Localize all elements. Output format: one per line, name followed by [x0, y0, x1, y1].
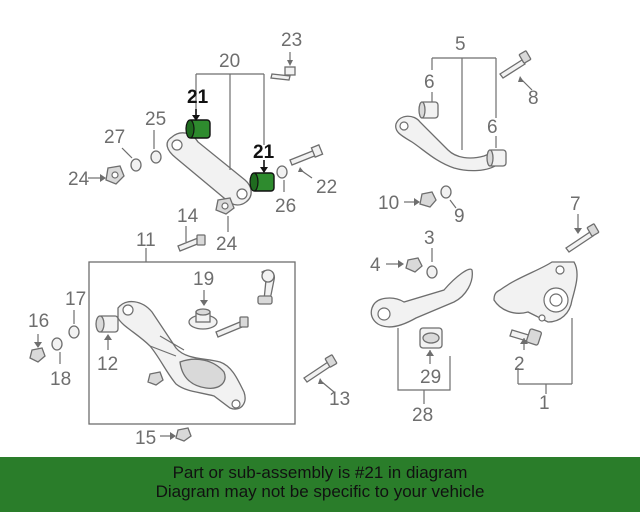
- banner-line-2: Diagram may not be specific to your vehi…: [155, 482, 485, 501]
- bushing-21-upper: [185, 119, 211, 139]
- callout-8: 8: [528, 88, 539, 109]
- bushing-6-right: [486, 149, 507, 167]
- callout-24-left: 24: [68, 169, 90, 190]
- callout-21-upper: 21: [187, 87, 209, 108]
- washer-9: [440, 185, 452, 199]
- bolt-2: [509, 328, 542, 346]
- knuckle-1: [493, 261, 578, 323]
- callout-19: 19: [193, 269, 214, 290]
- bolt-7: [565, 214, 600, 253]
- callout-10: 10: [378, 193, 399, 214]
- notice-banner: Part or sub-assembly is #21 in diagram D…: [0, 457, 640, 512]
- nut-4: [405, 257, 423, 273]
- assembly-box-11: [88, 261, 296, 425]
- parts-diagram: 20 21 21 23 22 26 24 27 25 24: [28, 30, 600, 449]
- callout-13: 13: [329, 389, 350, 410]
- callout-24-lower: 24: [216, 234, 238, 255]
- lower-control-arm: [117, 301, 246, 410]
- callout-6-left: 6: [424, 72, 435, 93]
- banner-line-1: Part or sub-assembly is #21 in diagram: [172, 463, 468, 482]
- callout-23: 23: [281, 30, 302, 51]
- washer-18: [51, 337, 63, 351]
- callout-12: 12: [97, 354, 118, 375]
- bushing-29: [419, 327, 443, 349]
- callout-22: 22: [316, 177, 337, 198]
- upper-arm-5: [395, 115, 502, 172]
- callout-1: 1: [539, 393, 550, 414]
- callout-18: 18: [50, 369, 71, 390]
- callout-3: 3: [424, 228, 435, 249]
- callout-26: 26: [275, 196, 296, 217]
- bolt-23: [270, 52, 296, 81]
- callout-5: 5: [455, 34, 466, 55]
- nut-in-box: [147, 371, 164, 386]
- callout-27: 27: [104, 127, 125, 148]
- bushing-12: [95, 315, 119, 333]
- callout-7: 7: [570, 194, 581, 215]
- nut-10: [419, 191, 437, 208]
- bushing-6-left: [418, 101, 439, 119]
- callout-11: 11: [136, 230, 156, 251]
- washer-17: [68, 325, 80, 339]
- callout-21-lower: 21: [253, 142, 275, 163]
- link-arm: [166, 132, 252, 206]
- bolt-22: [289, 144, 324, 179]
- callout-16: 16: [28, 311, 49, 332]
- washer-27: [130, 158, 142, 172]
- callout-6-right: 6: [487, 117, 498, 138]
- callout-17: 17: [65, 289, 86, 310]
- callout-9: 9: [454, 206, 465, 227]
- nut-15: [175, 427, 192, 442]
- nut-16: [29, 347, 46, 363]
- nut-24-left: [105, 165, 125, 185]
- stabilizer-link: [257, 269, 275, 305]
- washer-25: [150, 150, 162, 164]
- callout-20: 20: [219, 51, 240, 72]
- callout-4: 4: [370, 255, 381, 276]
- washer-3: [426, 265, 438, 279]
- callout-25: 25: [145, 109, 166, 130]
- bushing-21-lower: [249, 172, 275, 192]
- bolt-14: [177, 226, 206, 252]
- callout-14: 14: [177, 206, 199, 227]
- bolt-13: [303, 354, 338, 393]
- bolt-lower-arm: [215, 316, 249, 338]
- washer-26: [276, 165, 288, 179]
- callout-29: 29: [420, 367, 441, 388]
- lateral-arm-28: [370, 268, 473, 328]
- spring-pad-19: [188, 308, 218, 330]
- bolt-8: [499, 50, 533, 91]
- callout-15: 15: [135, 428, 156, 449]
- callout-28: 28: [412, 405, 433, 426]
- nut-24-lower: [215, 197, 235, 215]
- callout-2: 2: [514, 354, 525, 375]
